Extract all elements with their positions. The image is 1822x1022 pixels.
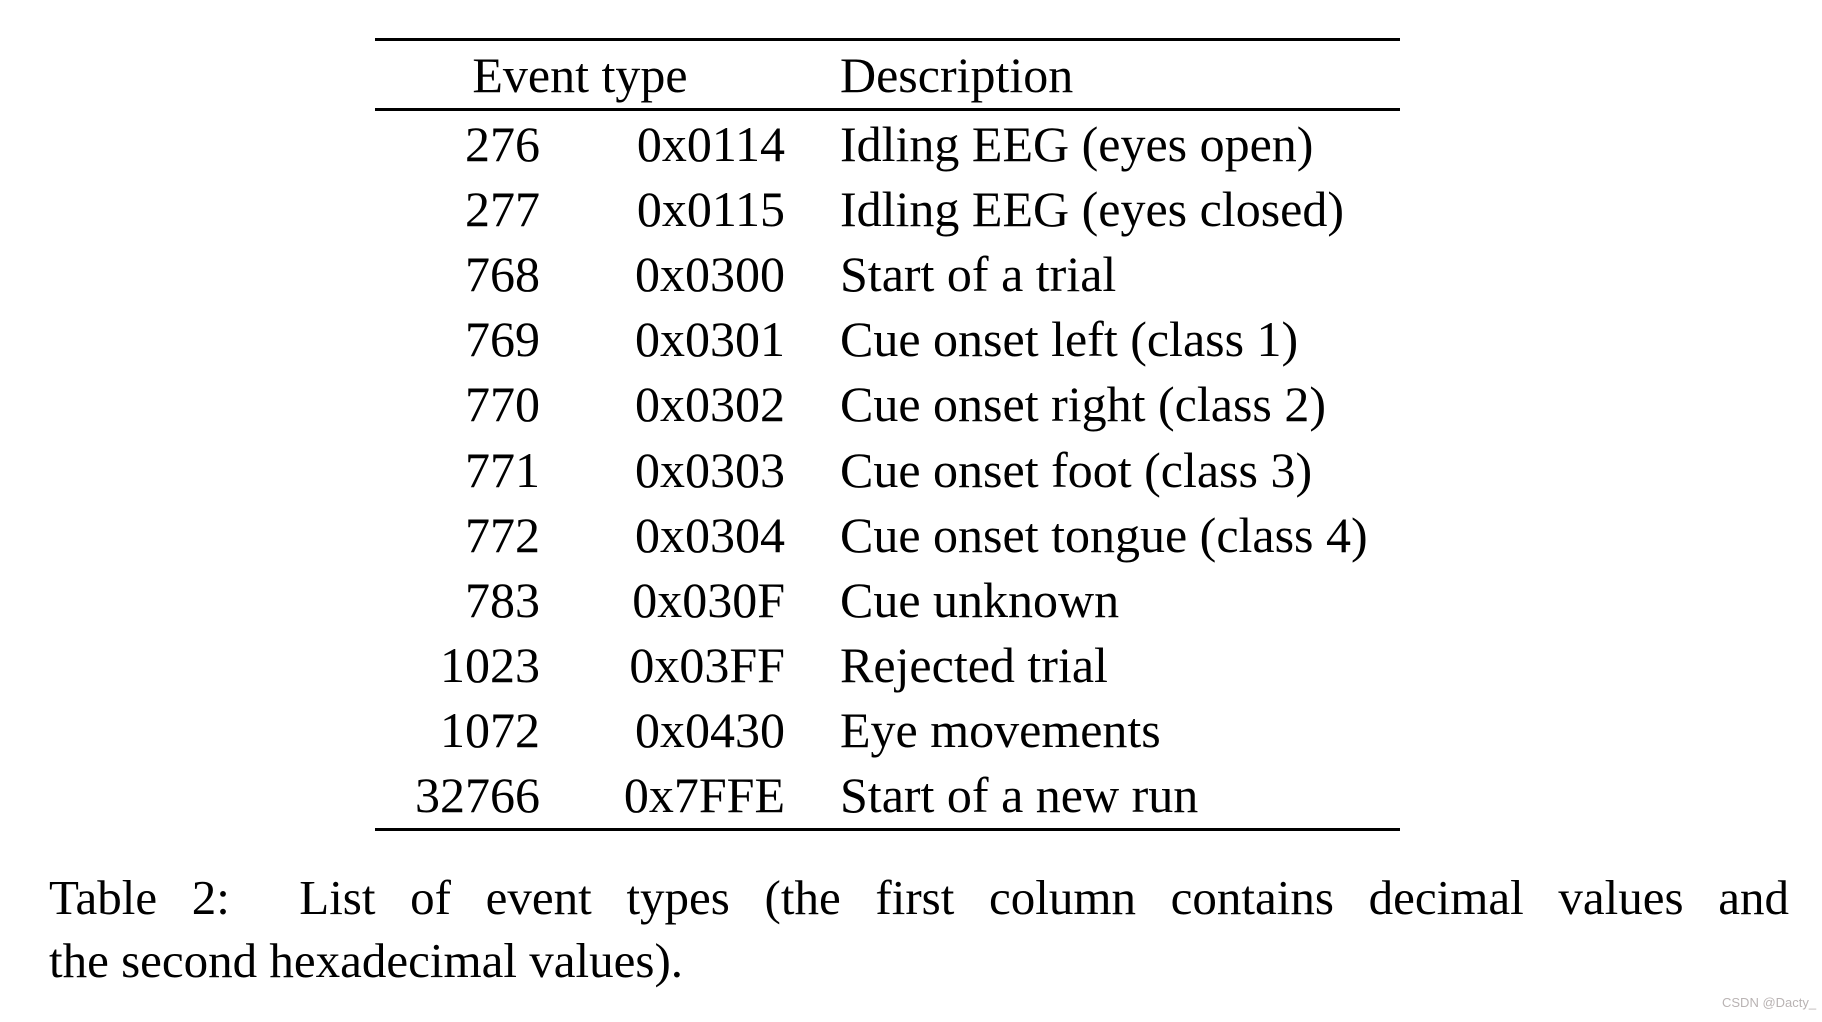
table-row: 770 0x0302 Cue onset right (class 2) [375,372,1400,437]
table-row: 277 0x0115 Idling EEG (eyes closed) [375,176,1400,241]
event-description-cell: Cue onset tongue (class 4) [840,506,1368,563]
event-description-cell: Rejected trial [840,637,1108,694]
table-row: 772 0x0304 Cue onset tongue (class 4) [375,502,1400,567]
event-hex-cell: 0x7FFE [623,767,785,824]
event-description-cell: Eye movements [840,702,1161,759]
event-hex-cell: 0x0304 [635,506,785,563]
header-event-type: Event type [472,46,688,103]
table-caption: Table 2: List of event types (the first … [49,866,1789,992]
event-description-cell: Cue unknown [840,571,1120,628]
event-decimal-cell: 276 [465,115,540,172]
event-hex-cell: 0x0114 [636,115,785,172]
table-row: 276 0x0114 Idling EEG (eyes open) [375,111,1400,176]
event-decimal-cell: 768 [465,245,540,302]
table-header-rule [375,108,1400,111]
event-description-cell: Idling EEG (eyes closed) [840,180,1345,237]
table-caption-line1: Table 2: List of event types (the first … [49,870,1789,925]
table-row: 783 0x030F Cue unknown [375,567,1400,632]
csdn-watermark: CSDN @Dacty_ [1722,995,1817,1010]
table-row: 768 0x0300 Start of a trial [375,241,1400,306]
event-decimal-cell: 770 [465,376,540,433]
table-header-row: Event type Description [375,41,1400,108]
event-hex-cell: 0x0115 [636,180,785,237]
table-row: 1072 0x0430 Eye movements [375,698,1400,763]
event-hex-cell: 0x0303 [635,441,785,498]
table-row: 1023 0x03FF Rejected trial [375,633,1400,698]
event-hex-cell: 0x030F [632,571,785,628]
table-row: 32766 0x7FFE Start of a new run [375,763,1400,828]
event-hex-cell: 0x0430 [635,702,785,759]
event-decimal-cell: 783 [465,571,540,628]
event-description-cell: Idling EEG (eyes open) [840,115,1314,172]
event-description-cell: Start of a new run [840,767,1199,824]
event-decimal-cell: 277 [465,180,540,237]
table-row: 769 0x0301 Cue onset left (class 1) [375,307,1400,372]
event-description-cell: Cue onset foot (class 3) [840,441,1313,498]
event-types-table: Event type Description 276 0x0114 Idling… [375,38,1400,832]
event-decimal-cell: 32766 [415,767,540,824]
event-hex-cell: 0x0301 [635,311,785,368]
event-description-cell: Cue onset left (class 1) [840,311,1299,368]
event-hex-cell: 0x0300 [635,245,785,302]
event-decimal-cell: 1023 [440,637,540,694]
table-row: 771 0x0303 Cue onset foot (class 3) [375,437,1400,502]
event-hex-cell: 0x03FF [629,637,785,694]
table-bottom-rule [375,828,1400,832]
event-decimal-cell: 772 [465,506,540,563]
event-decimal-cell: 771 [465,441,540,498]
header-description: Description [840,46,1074,103]
event-decimal-cell: 1072 [440,702,540,759]
table-caption-line2: the second hexadecimal values). [49,933,684,988]
table-top-rule [375,38,1400,41]
event-hex-cell: 0x0302 [635,376,785,433]
event-decimal-cell: 769 [465,311,540,368]
event-description-cell: Start of a trial [840,245,1117,302]
table-body: 276 0x0114 Idling EEG (eyes open) 277 0x… [375,111,1400,828]
event-description-cell: Cue onset right (class 2) [840,376,1327,433]
